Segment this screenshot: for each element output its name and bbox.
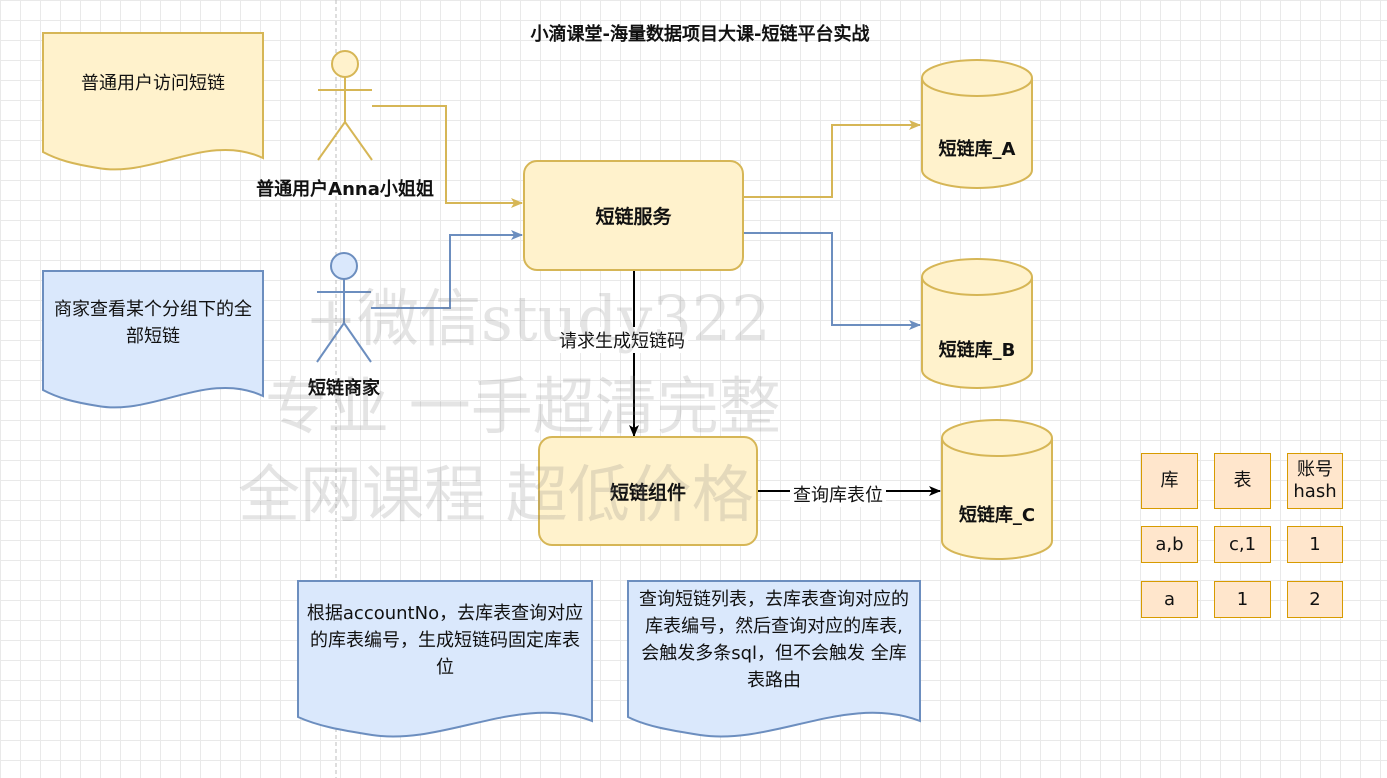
actor-merchant-figure — [316, 252, 372, 363]
table-cell-r1-hash: 1 — [1287, 526, 1343, 563]
edge-label-generate: 请求生成短链码 — [556, 327, 688, 353]
db-shape-a — [921, 59, 1033, 189]
doc-merchant-view-text: 商家查看某个分组下的全部短链 — [54, 299, 252, 347]
doc-shape-user-visit — [42, 32, 264, 171]
table-cell-r2-table: 1 — [1214, 581, 1271, 618]
edge-service-to-db-b — [744, 232, 921, 330]
table-header-db: 库 — [1141, 453, 1198, 509]
edge-merchant-to-service — [371, 230, 523, 309]
table-header-hash: 账号hash — [1287, 453, 1343, 509]
doc-shape-account-rule — [297, 580, 593, 738]
table-header-table: 表 — [1214, 453, 1271, 509]
short-link-service[interactable]: 短链服务 — [523, 160, 744, 271]
db-c-label: 短链库_C — [958, 505, 1036, 526]
diagram-title: 小滴课堂-海量数据项目大课-短链平台实战 — [530, 24, 870, 45]
table-cell-r1-table: c,1 — [1214, 526, 1271, 563]
doc-user-visit-text: 普通用户访问短链 — [81, 72, 225, 94]
actor-merchant-label: 短链商家 — [308, 378, 380, 399]
db-b-label: 短链库_B — [938, 340, 1016, 361]
actor-user-label: 普通用户Anna小姐姐 — [256, 179, 434, 200]
edge-service-to-db-a — [744, 120, 921, 198]
table-cell-r2-hash: 2 — [1287, 581, 1343, 618]
db-shape-b — [921, 258, 1033, 389]
edge-user-to-service — [372, 105, 523, 208]
table-cell-r1-db: a,b — [1141, 526, 1198, 563]
db-shape-c — [941, 419, 1053, 560]
actor-user-figure — [317, 50, 373, 161]
edge-label-query: 查询库表位 — [790, 481, 886, 507]
doc-account-rule-text: 根据accountNo，去库表查询对应的库表编号，生成短链码固定库表位 — [306, 602, 584, 678]
table-cell-r2-db: a — [1141, 581, 1198, 618]
doc-query-rule-text: 查询短链列表，去库表查询对应的库表编号，然后查询对应的库表, 会触发多条sql，… — [639, 589, 909, 691]
db-a-label: 短链库_A — [938, 139, 1016, 160]
doc-shape-query-rule — [627, 580, 921, 738]
doc-shape-merchant-view — [42, 270, 264, 409]
short-link-component[interactable]: 短链组件 — [538, 436, 758, 546]
